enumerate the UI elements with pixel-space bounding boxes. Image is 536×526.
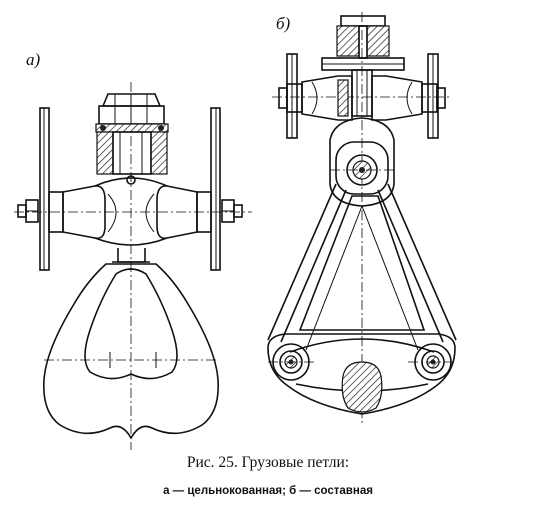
link-bars-b [267, 183, 457, 351]
left-sheave [39, 107, 64, 271]
figure-label-b: б) [276, 14, 291, 33]
figure-caption: Рис. 25. Грузовые петли: [186, 454, 350, 471]
sheave-right-b [427, 53, 439, 139]
diagram-b-composite-loop [267, 12, 457, 425]
axle-nut-left [17, 199, 39, 223]
figure-legend: а — цельнокованная; б — составная [163, 485, 373, 497]
hook-stem [112, 248, 150, 263]
axle-nut-right [221, 199, 243, 223]
right-sheave [196, 107, 221, 271]
hub-right-b [371, 75, 446, 121]
diagram-a-forged-loop [14, 82, 252, 450]
figure-label-a: а) [26, 50, 41, 69]
bottom-loop-b [267, 333, 456, 415]
pin-left-b [268, 343, 316, 381]
pin-right-b [408, 343, 456, 381]
axle-body [62, 177, 198, 246]
sheave-left-b [286, 53, 298, 139]
top-nut-a [95, 93, 169, 185]
hub-left-b [278, 75, 353, 121]
swivel-joint-b [329, 117, 395, 207]
forged-loop [43, 263, 219, 440]
top-fitting-b [321, 15, 405, 117]
